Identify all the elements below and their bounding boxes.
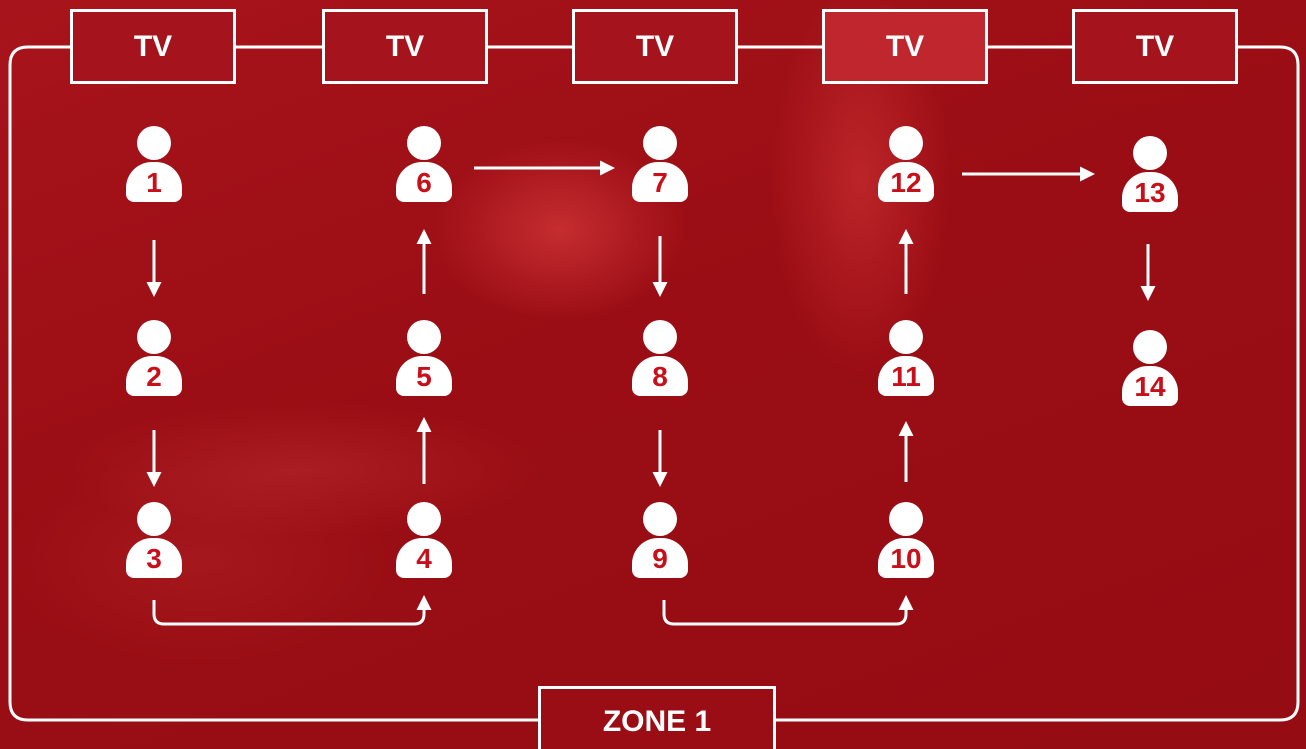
person-head-icon bbox=[407, 502, 441, 536]
person-head-icon bbox=[1133, 136, 1167, 170]
zone-outline-right bbox=[774, 45, 1300, 722]
person-number: 12 bbox=[890, 167, 922, 198]
person-11: 11 bbox=[878, 320, 934, 396]
person-number: 10 bbox=[890, 543, 922, 574]
person-10: 10 bbox=[878, 502, 934, 578]
person-9: 9 bbox=[632, 502, 688, 578]
tv-box-5: TV bbox=[1072, 9, 1238, 84]
person-body-icon bbox=[632, 538, 688, 578]
person-6: 6 bbox=[396, 126, 452, 202]
person-number: 14 bbox=[1134, 371, 1166, 402]
person-head-icon bbox=[889, 320, 923, 354]
person-body-icon bbox=[632, 356, 688, 396]
person-body-icon bbox=[396, 538, 452, 578]
arrow-9-10 bbox=[662, 595, 914, 626]
person-body-icon bbox=[1122, 366, 1178, 406]
person-head-icon bbox=[407, 126, 441, 160]
person-body-icon bbox=[878, 162, 934, 202]
person-head-icon bbox=[643, 502, 677, 536]
person-8: 8 bbox=[632, 320, 688, 396]
person-number: 6 bbox=[416, 167, 432, 198]
person-head-icon bbox=[889, 502, 923, 536]
person-number: 8 bbox=[652, 361, 668, 392]
person-head-icon bbox=[137, 126, 171, 160]
person-number: 4 bbox=[416, 543, 432, 574]
person-body-icon bbox=[1122, 172, 1178, 212]
person-14: 14 bbox=[1122, 330, 1178, 406]
zone-outline bbox=[8, 45, 540, 722]
person-13: 13 bbox=[1122, 136, 1178, 212]
person-body-icon bbox=[878, 538, 934, 578]
person-head-icon bbox=[643, 126, 677, 160]
person-number: 5 bbox=[416, 361, 432, 392]
person-4: 4 bbox=[396, 502, 452, 578]
person-7: 7 bbox=[632, 126, 688, 202]
person-head-icon bbox=[407, 320, 441, 354]
tv-box-1: TV bbox=[70, 9, 236, 84]
person-3: 3 bbox=[126, 502, 182, 578]
person-number: 11 bbox=[891, 361, 921, 392]
person-body-icon bbox=[126, 162, 182, 202]
person-head-icon bbox=[137, 502, 171, 536]
person-head-icon bbox=[889, 126, 923, 160]
person-head-icon bbox=[137, 320, 171, 354]
person-head-icon bbox=[1133, 330, 1167, 364]
person-2: 2 bbox=[126, 320, 182, 396]
person-number: 3 bbox=[146, 543, 162, 574]
person-number: 13 bbox=[1134, 177, 1166, 208]
person-1: 1 bbox=[126, 126, 182, 202]
person-body-icon bbox=[396, 356, 452, 396]
person-body-icon bbox=[126, 356, 182, 396]
person-body-icon bbox=[396, 162, 452, 202]
tv-box-4: TV bbox=[822, 9, 988, 84]
person-body-icon bbox=[878, 356, 934, 396]
person-number: 1 bbox=[146, 167, 162, 198]
person-head-icon bbox=[643, 320, 677, 354]
person-12: 12 bbox=[878, 126, 934, 202]
zone-label: ZONE 1 bbox=[538, 686, 776, 749]
person-5: 5 bbox=[396, 320, 452, 396]
person-body-icon bbox=[126, 538, 182, 578]
arrow-3-4 bbox=[152, 595, 432, 626]
tv-box-3: TV bbox=[572, 9, 738, 84]
person-number: 9 bbox=[652, 543, 668, 574]
person-number: 7 bbox=[652, 167, 668, 198]
person-number: 2 bbox=[146, 361, 162, 392]
tv-box-2: TV bbox=[322, 9, 488, 84]
person-body-icon bbox=[632, 162, 688, 202]
